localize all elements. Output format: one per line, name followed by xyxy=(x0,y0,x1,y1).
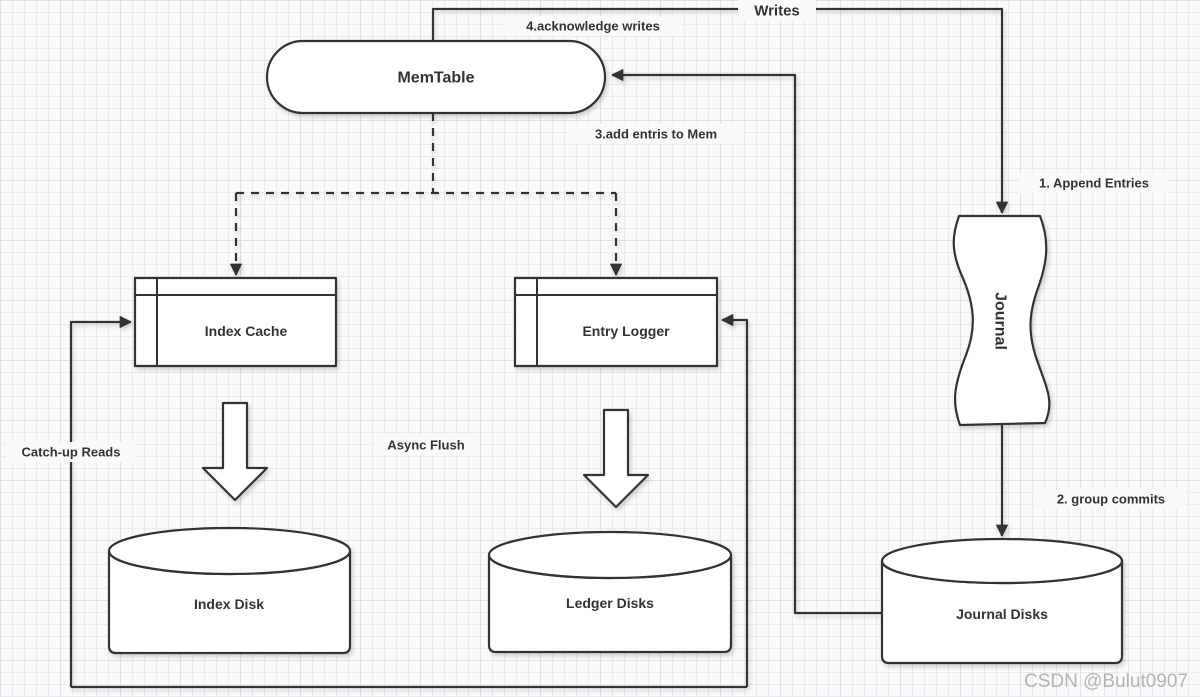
index-cache-node xyxy=(133,276,338,368)
add-entries-to-mem-edge xyxy=(611,69,882,615)
index-disk-node xyxy=(107,526,352,655)
entry-logger-node xyxy=(513,276,719,368)
svg-text:4.acknowledge writes: 4.acknowledge writes xyxy=(526,19,660,34)
index-disk-label: Index Disk xyxy=(194,596,264,612)
async-flush-dashed-edge xyxy=(230,113,622,276)
svg-text:1. Append Entries: 1. Append Entries xyxy=(1039,176,1149,191)
writes-edge-label: Writes xyxy=(738,0,816,20)
svg-text:Catch-up Reads: Catch-up Reads xyxy=(22,445,121,460)
acknowledge-writes-label: 4.acknowledge writes xyxy=(504,16,682,36)
group-commits-label: 2. group commits xyxy=(1036,489,1186,509)
journal-disks-node xyxy=(880,537,1124,665)
journal-label: Journal xyxy=(992,292,1009,350)
svg-text:Writes: Writes xyxy=(754,3,800,20)
block-arrow-right xyxy=(582,408,650,509)
append-entries-label: 1. Append Entries xyxy=(1019,173,1169,193)
memtable-label: MemTable xyxy=(397,70,474,87)
block-arrow-left xyxy=(201,401,269,502)
svg-text:3.add entris to Mem: 3.add entris to Mem xyxy=(595,127,717,142)
add-entries-to-mem-label: 3.add entris to Mem xyxy=(570,124,742,144)
journal-disks-label: Journal Disks xyxy=(956,606,1048,622)
memtable-node xyxy=(265,39,607,115)
ledger-disks-node xyxy=(487,530,733,654)
writes-edge xyxy=(431,7,1008,214)
index-cache-label: Index Cache xyxy=(205,323,288,339)
svg-text:Async Flush: Async Flush xyxy=(387,438,464,453)
entry-logger-label: Entry Logger xyxy=(582,323,670,339)
svg-text:2. group commits: 2. group commits xyxy=(1057,492,1165,507)
catch-up-reads-edge xyxy=(69,314,749,689)
ledger-disks-label: Ledger Disks xyxy=(566,595,654,611)
async-flush-label: Async Flush xyxy=(374,435,478,455)
catch-up-reads-label: Catch-up Reads xyxy=(6,442,136,462)
watermark-text: CSDN @Bulut0907 xyxy=(1024,671,1188,692)
journal-node xyxy=(952,214,1051,427)
